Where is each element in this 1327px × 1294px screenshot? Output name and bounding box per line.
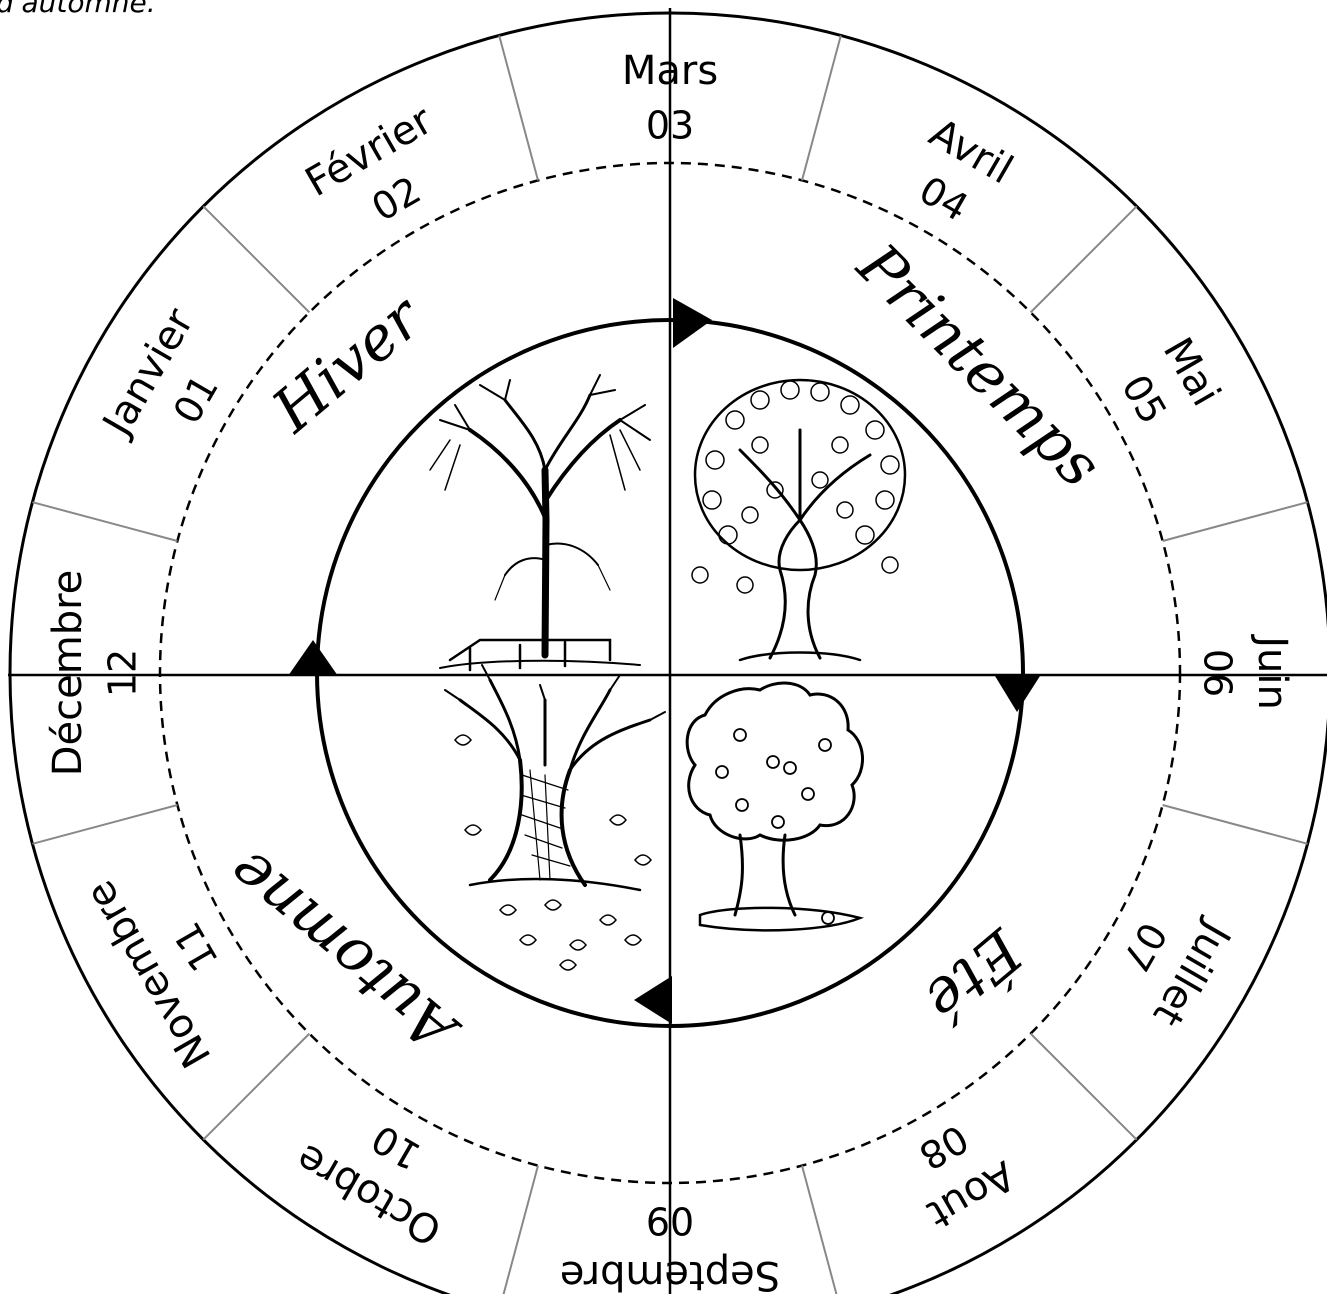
month-number: 08	[912, 1116, 976, 1178]
month-number: 10	[364, 1116, 428, 1178]
month-number: 02	[364, 168, 428, 230]
arrow-top-icon	[673, 298, 712, 348]
season-label-automne: Automne	[215, 836, 473, 1068]
month-divider	[1031, 1034, 1137, 1140]
month-number: 11	[165, 915, 227, 979]
month-number: 04	[912, 168, 976, 230]
month-divider	[1031, 206, 1137, 312]
month-divider	[802, 1166, 841, 1294]
month-number: 05	[1113, 367, 1175, 431]
arrow-left-icon	[288, 640, 338, 676]
month-divider	[203, 206, 309, 312]
month-name: Décembre	[45, 570, 91, 777]
month-name: Juin	[1249, 633, 1295, 710]
month-divider	[32, 502, 177, 541]
summer-tree-icon	[687, 683, 862, 930]
arrow-bottom-icon	[634, 976, 672, 1024]
month-divider	[203, 1034, 309, 1140]
month-number: 01	[165, 367, 227, 431]
outer-ring	[10, 13, 1327, 1294]
season-label-ete: Été	[911, 915, 1037, 1037]
month-divider	[1163, 805, 1308, 844]
month-divider	[802, 35, 841, 180]
season-label-hiver: Hiver	[259, 281, 437, 446]
month-number: 03	[646, 104, 694, 148]
spring-tree-icon	[692, 380, 905, 660]
autumn-tree-icon	[445, 665, 665, 970]
month-number: 12	[101, 649, 145, 697]
month-number: 07	[1113, 915, 1175, 979]
winter-tree-icon	[430, 375, 650, 670]
month-divider	[1163, 502, 1308, 541]
month-divider	[499, 35, 538, 180]
month-divider	[32, 805, 177, 844]
month-number: 09	[646, 1199, 694, 1243]
month-name: Septembre	[560, 1252, 780, 1294]
month-name: Mars	[622, 48, 718, 94]
month-number: 06	[1196, 649, 1240, 697]
arrow-right-icon	[995, 676, 1040, 712]
month-divider	[499, 1166, 538, 1294]
